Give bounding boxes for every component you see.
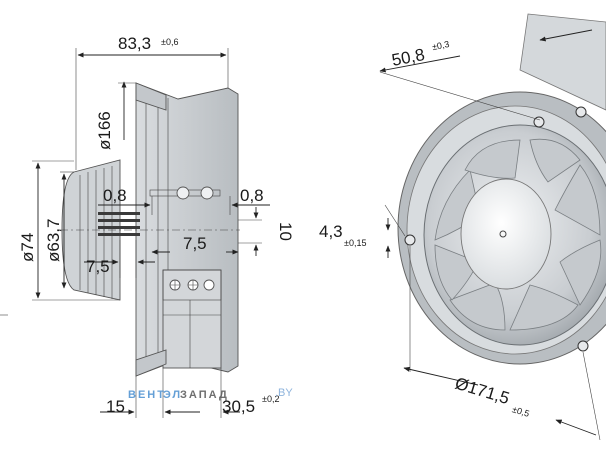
dim-bottom-30-5: 30,5 <box>222 397 255 416</box>
watermark-url: .BY <box>275 387 293 399</box>
dim-hole-diameter: 4,3 <box>319 222 343 241</box>
watermark: ВЕНТ ЭЛ ЗАПАД .BY <box>128 387 293 401</box>
front-mount-holes <box>404 106 589 352</box>
dim-hole-diameter-tolerance: ±0,15 <box>344 238 366 248</box>
dim-offset-left: 0,8 <box>103 186 127 205</box>
watermark-brand-blue: ВЕНТ <box>128 389 166 401</box>
dim-depth-tolerance: ±0,6 <box>161 37 178 47</box>
front-hub-center <box>499 230 507 238</box>
dim-front-diameter-tolerance: ±0,5 <box>511 404 531 419</box>
side-terminal-lugs <box>149 186 221 200</box>
dim-mount-spacing: 50,8 <box>390 45 426 70</box>
dim-lower-7-5: 7,5 <box>86 257 110 276</box>
watermark-brand-dark: ЗАПАД <box>180 389 229 401</box>
dim-hub-diameter: ø63,7 <box>44 219 63 262</box>
dim-depth-value: 83,3 <box>118 34 151 53</box>
dim-motor-diameter: ø74 <box>18 233 37 262</box>
dim-inner-7-5: 7,5 <box>183 234 207 253</box>
dim-front-diameter: Ø171,5 <box>453 374 512 408</box>
dim-shaft-10: 10 <box>276 222 295 241</box>
side-motor-fins <box>79 166 113 299</box>
front-view <box>397 13 606 365</box>
dim-offset-right: 0,8 <box>240 186 264 205</box>
side-terminal-screws <box>169 279 215 291</box>
side-dimensions <box>0 48 270 418</box>
dim-bottom-30-5-tolerance: ±0,2 <box>262 394 279 404</box>
dim-bottom-15: 15 <box>106 397 125 416</box>
side-dimension-labels: 83,3 ±0,6 ø166 ø74 ø63,7 0,8 0,8 10 7,5 … <box>18 34 295 416</box>
dim-mount-spacing-tolerance: ±0,3 <box>431 39 450 52</box>
side-terminal-block <box>98 212 140 236</box>
dim-outer-diameter: ø166 <box>95 111 114 150</box>
front-dimensions <box>379 29 601 441</box>
side-bottom-flange <box>135 349 167 377</box>
watermark-brand-mid: ЭЛ <box>163 389 182 401</box>
side-top-flange <box>135 82 167 111</box>
side-view <box>60 82 240 377</box>
